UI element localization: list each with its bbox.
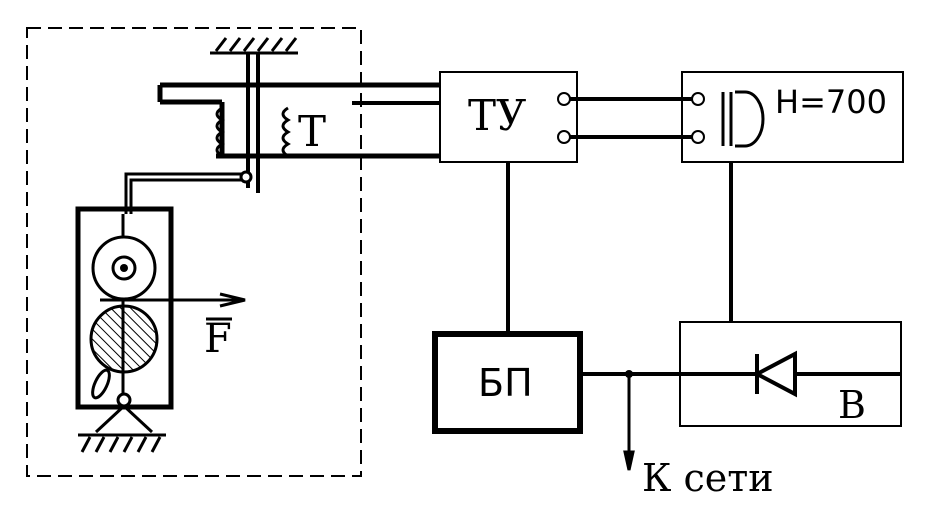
lower-hatched-roller	[91, 306, 157, 372]
mains-label: К сети	[642, 456, 774, 500]
diode-icon	[757, 354, 900, 394]
top-ground-support	[210, 38, 298, 53]
control-unit-label: ТУ	[468, 91, 526, 140]
transformer-label: T	[298, 107, 326, 156]
sensor-oval	[89, 368, 113, 400]
bottom-ground-support	[78, 394, 166, 452]
lever-pivot	[241, 172, 251, 182]
signal-lines	[570, 99, 700, 137]
terminal-icon	[558, 131, 570, 143]
secondary-coil-icon	[283, 108, 288, 156]
terminal-icon	[558, 93, 570, 105]
indicator-label: H=700	[775, 83, 887, 121]
indicator-lamp-icon	[723, 92, 763, 146]
rectifier-label: В	[838, 383, 866, 427]
force-label: F	[204, 316, 232, 362]
power-supply-label: БП	[478, 361, 533, 405]
mains-connection-arrow	[625, 374, 633, 470]
